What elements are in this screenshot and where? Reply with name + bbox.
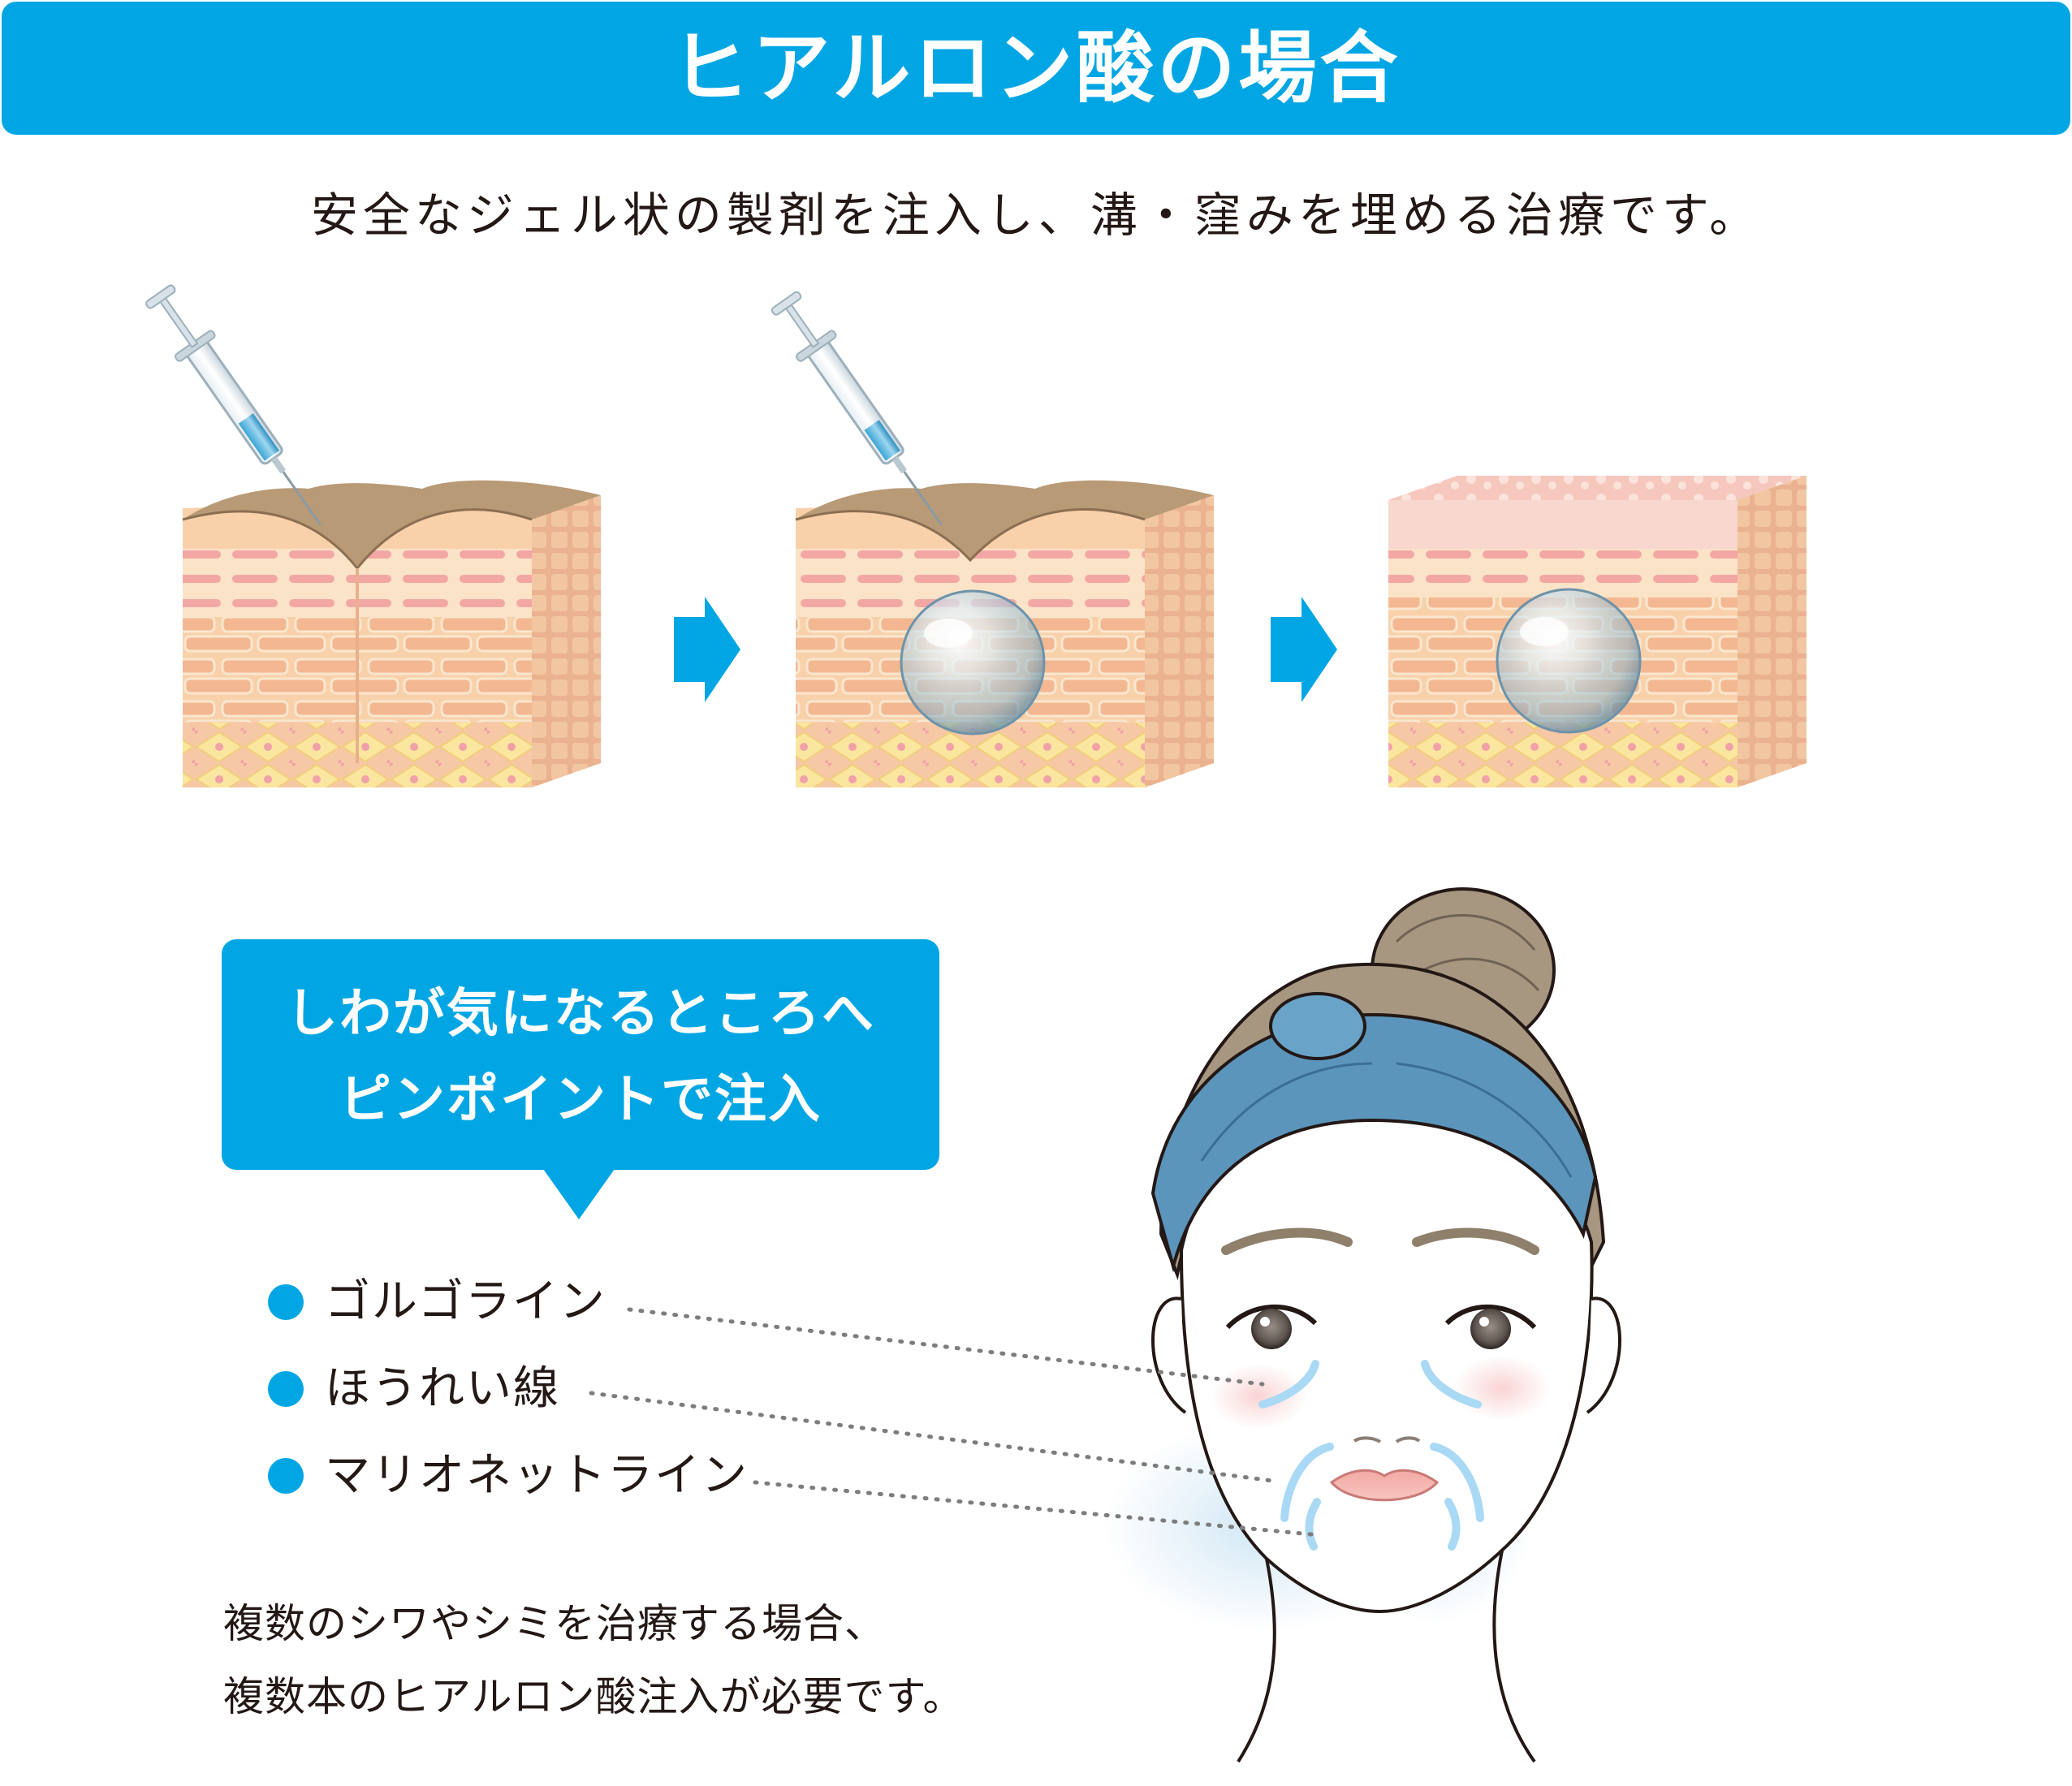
callout-line-2: ピンポイントで注入 [339,1070,822,1130]
eyebrow-right [1412,1227,1539,1255]
marionette-line-marker [1305,1498,1461,1551]
title-banner: ヒアルロン酸の場合 [2,2,2070,135]
skin-block-before [182,480,601,787]
callout-line-1: しわが気になるところへ [286,984,875,1044]
blush-left [1210,1364,1307,1429]
callout-box: しわが気になるところへ ピンポイントで注入 [222,939,939,1170]
bullet-icon [268,1458,304,1494]
bullet-icon [268,1371,304,1407]
blush-right [1453,1356,1551,1421]
arrow-right-icon [674,597,740,702]
face-illustration [589,887,1621,1763]
eyebrow-left [1221,1227,1353,1255]
eye-right [1444,1305,1537,1349]
leader-lines [589,1307,1314,1537]
skin-injection-diagram [145,284,1807,787]
arrow-right-icon [1271,597,1337,702]
nasolabial-line-marker [1280,1443,1484,1522]
note-line-2: 複数本のヒアルロン酸注入が必要です。 [223,1673,965,1720]
syringe-1 [145,284,322,526]
callout-pointer [543,1169,615,1219]
leader-line-nasolabial [589,1391,1281,1484]
treatment-line-label: ゴルゴライン [325,1275,606,1328]
note-line-1: 複数のシワやシミを治療する場合、 [223,1600,886,1647]
skin-block-injecting [795,480,1214,787]
leader-line-marionette [753,1480,1314,1537]
skin-block-after [1388,476,1807,787]
lips [1329,1469,1440,1502]
leader-line-golgo [627,1307,1265,1387]
syringe-2 [771,291,943,526]
golgo-line-marker [1258,1360,1482,1409]
nose [1353,1436,1421,1443]
treatment-line-label: マリオネットライン [325,1449,749,1502]
eye-left [1225,1305,1318,1349]
treatment-line-label: ほうれい線 [325,1362,560,1415]
page-title: ヒアルロン酸の場合 [671,23,1401,114]
bullet-icon [268,1284,304,1320]
page-subtitle: 安全なジェル状の製剤を注入し、溝・窪みを埋める治療です。 [310,188,1762,243]
headband [1150,992,1598,1273]
